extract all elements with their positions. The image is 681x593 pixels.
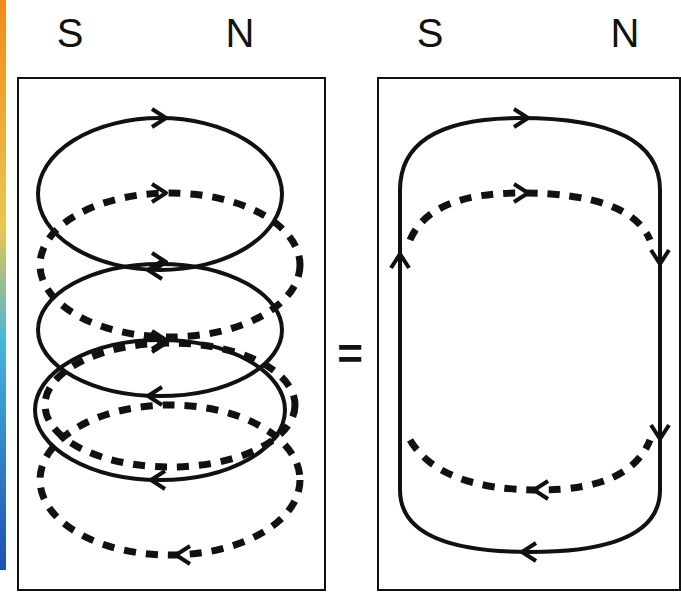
merged-cell-dashed — [410, 193, 650, 240]
flow-arrowheads — [391, 109, 669, 561]
merged-cell — [400, 118, 660, 552]
flow-arrowheads — [148, 109, 190, 564]
panel-frame — [18, 78, 325, 590]
pole-label: N — [226, 13, 255, 53]
pole-label: S — [57, 13, 84, 53]
cropped-map-strip — [0, 0, 6, 570]
cell-ellipses — [35, 118, 285, 480]
pole-label: S — [417, 13, 444, 53]
merged-cell-dashed — [410, 440, 650, 490]
panel-frame — [378, 78, 680, 590]
pole-label: N — [611, 13, 640, 53]
cell-ellipses-dashed — [40, 193, 300, 555]
equals-sign: = — [337, 332, 363, 376]
